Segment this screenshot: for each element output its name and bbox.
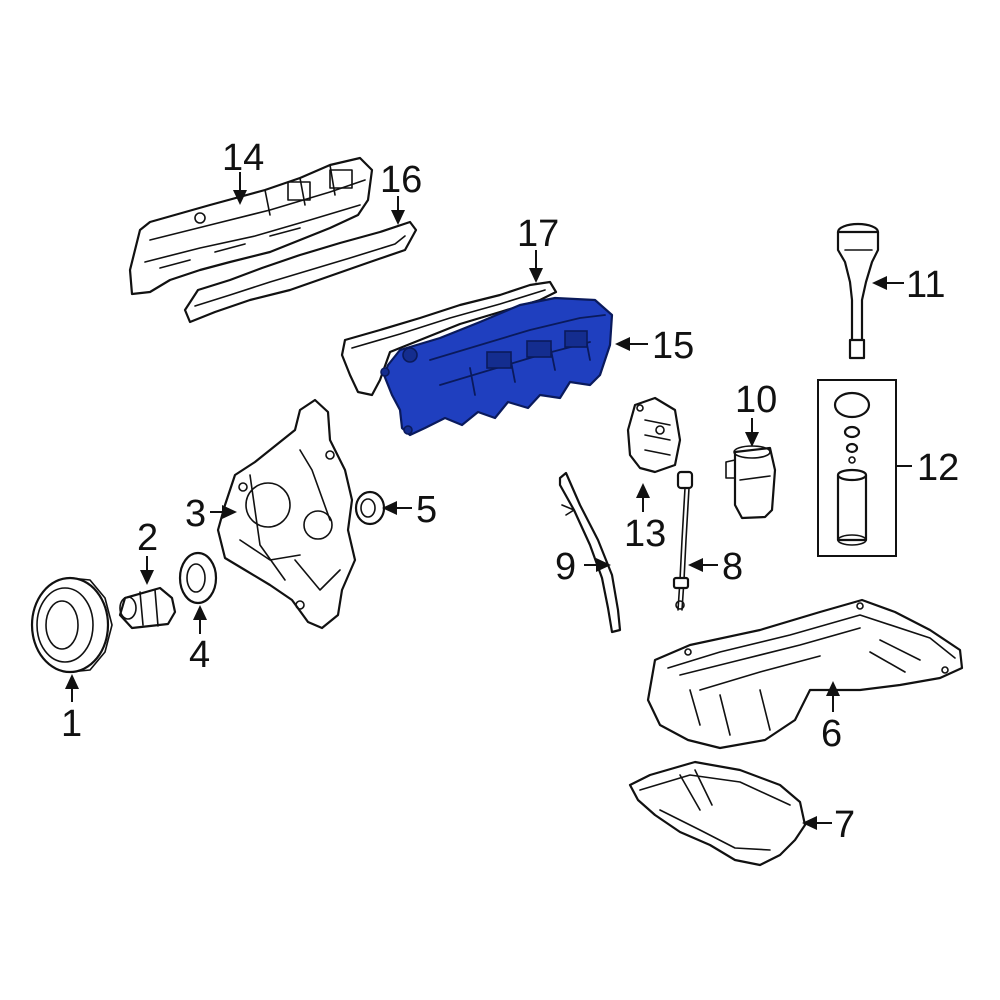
- part-12-filter-kit[interactable]: [817, 379, 897, 557]
- part-10-oil-filter-housing[interactable]: [725, 445, 777, 520]
- callout-4: 4: [189, 605, 210, 676]
- part-8-dipstick[interactable]: [672, 470, 694, 611]
- part-17-valve-cover-gasket-right[interactable]: [340, 280, 558, 397]
- svg-text:9: 9: [555, 546, 576, 588]
- svg-text:11: 11: [906, 264, 945, 306]
- callout-17: 17: [517, 213, 559, 283]
- part-15-valve-cover-right-highlighted[interactable]: [380, 296, 614, 437]
- svg-text:6: 6: [821, 713, 842, 755]
- part-16-valve-cover-gasket-left[interactable]: [183, 220, 418, 324]
- svg-text:15: 15: [652, 325, 694, 367]
- part-9-dipstick-tube[interactable]: [558, 471, 622, 634]
- part-1-crankshaft-pulley[interactable]: [30, 576, 113, 674]
- callout-13: 13: [624, 483, 666, 555]
- callout-7: 7: [802, 804, 855, 846]
- svg-text:14: 14: [222, 137, 264, 179]
- part-14-valve-cover-left[interactable]: [128, 156, 374, 296]
- part-5-seal[interactable]: [354, 490, 386, 526]
- svg-text:1: 1: [61, 703, 82, 745]
- part-11-filler-cap[interactable]: [836, 222, 880, 360]
- callout-8: 8: [688, 546, 743, 588]
- callout-1: 1: [61, 674, 82, 745]
- callout-15: 15: [615, 325, 694, 367]
- callout-16: 16: [380, 159, 422, 225]
- svg-text:16: 16: [380, 159, 422, 201]
- callout-14: 14: [222, 137, 264, 205]
- callout-12: 12: [896, 447, 959, 489]
- callout-9: 9: [555, 546, 611, 588]
- callout-10: 10: [735, 379, 777, 447]
- svg-text:8: 8: [722, 546, 743, 588]
- part-7-oil-pan-lower[interactable]: [628, 760, 807, 867]
- svg-text:10: 10: [735, 379, 777, 421]
- callout-2: 2: [137, 517, 158, 585]
- part-13-filter-housing[interactable]: [626, 396, 682, 474]
- callout-6: 6: [821, 681, 842, 755]
- part-3-timing-cover[interactable]: [216, 398, 357, 630]
- svg-text:5: 5: [416, 489, 437, 531]
- callout-5: 5: [382, 489, 437, 531]
- callout-3: 3: [185, 493, 237, 535]
- svg-text:3: 3: [185, 493, 206, 535]
- part-4-front-seal[interactable]: [178, 551, 218, 605]
- svg-text:13: 13: [624, 513, 666, 555]
- callout-11: 11: [872, 264, 945, 306]
- part-6-oil-pan-upper[interactable]: [646, 598, 964, 750]
- svg-text:2: 2: [137, 517, 158, 559]
- svg-text:7: 7: [834, 804, 855, 846]
- svg-text:4: 4: [189, 634, 210, 676]
- svg-text:17: 17: [517, 213, 559, 255]
- svg-text:12: 12: [917, 447, 959, 489]
- part-2-hub[interactable]: [118, 586, 177, 630]
